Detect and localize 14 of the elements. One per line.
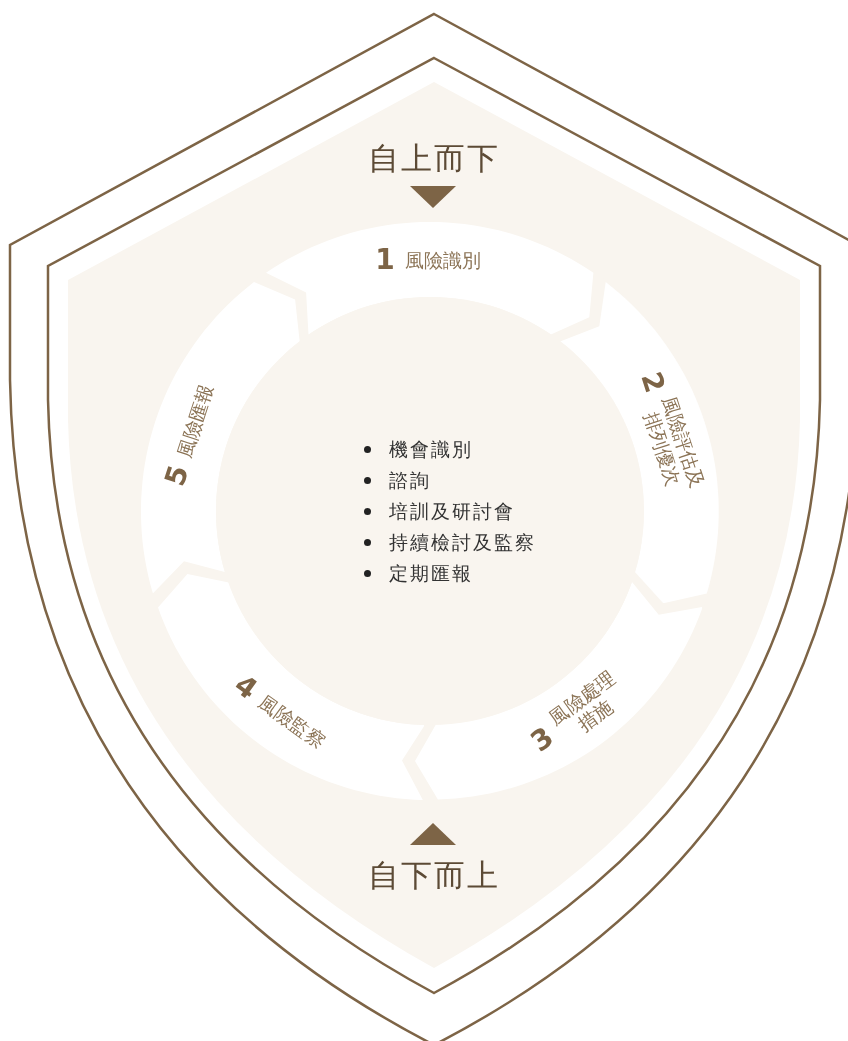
step-number: 1 — [375, 246, 395, 274]
bullet-item: 諮詢 — [364, 467, 536, 493]
step-number: 5 — [161, 462, 194, 490]
step-label: 風險識別 — [403, 249, 482, 271]
step-label: 風險匯報 — [172, 380, 219, 463]
step-label: 風險監察 — [255, 690, 331, 755]
ring-segment — [414, 582, 703, 800]
shield — [10, 14, 848, 1041]
bullet-item: 持續檢討及監察 — [364, 529, 536, 555]
heading: 自上而下 — [367, 139, 501, 178]
bullet-item: 機會識別 — [364, 436, 536, 462]
heading: 自下而上 — [367, 856, 501, 895]
bullet-item: 培訓及研討會 — [364, 498, 536, 524]
bullet-item: 定期匯報 — [364, 560, 536, 586]
